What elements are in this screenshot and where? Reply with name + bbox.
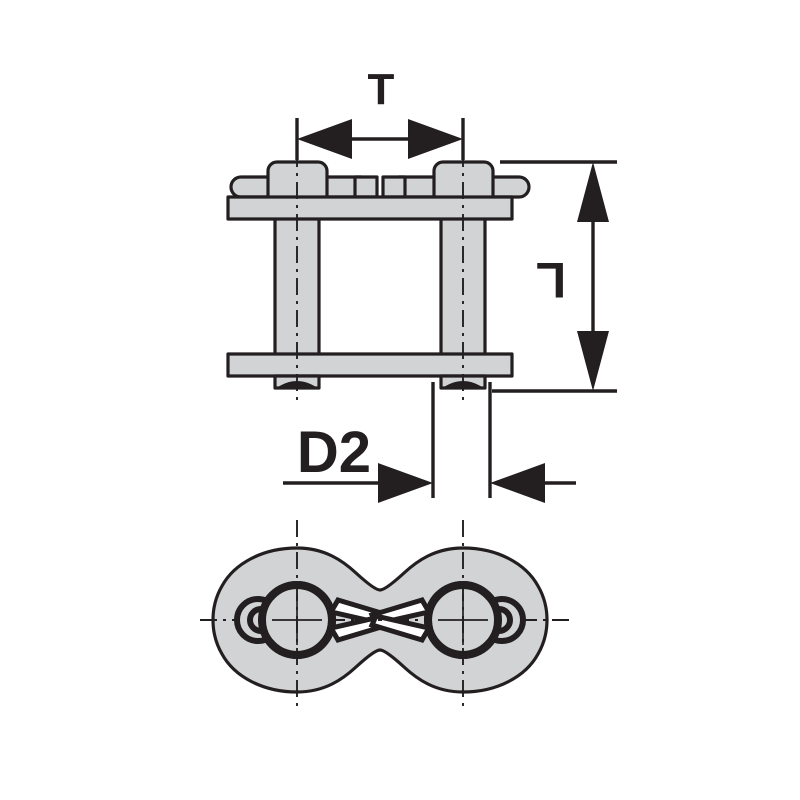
dimension-L-arrowhead-bottom <box>577 331 609 391</box>
dimension-T-arrowhead-left <box>297 119 352 159</box>
dimension-L-label-group: L <box>536 252 567 308</box>
plan-pitch-arrow-right-lower-barb <box>368 613 433 643</box>
dimension-D2-arrowhead-left <box>378 463 433 503</box>
dimension-D2: D2 <box>283 382 576 503</box>
link-plate-top <box>226 195 514 221</box>
dimension-T-arrowhead-right <box>408 119 463 159</box>
dimension-D2-arrowhead-right <box>490 463 545 503</box>
link-plate-bottom <box>226 352 514 378</box>
riveted-pin-ends <box>273 374 487 390</box>
dimension-L: L <box>492 160 617 393</box>
retaining-clip-tab-right <box>381 175 407 199</box>
plan-view <box>200 520 572 712</box>
dimension-D2-label: D2 <box>297 420 371 485</box>
dimension-T-label: T <box>368 65 395 114</box>
retaining-clip-tab-left <box>353 175 379 199</box>
dimension-T: T <box>295 65 465 160</box>
dimension-L-label: L <box>536 252 567 308</box>
plan-pitch-arrow-right <box>368 597 433 643</box>
dimension-L-arrowhead-top <box>577 162 609 222</box>
side-elevation-view <box>226 118 531 400</box>
